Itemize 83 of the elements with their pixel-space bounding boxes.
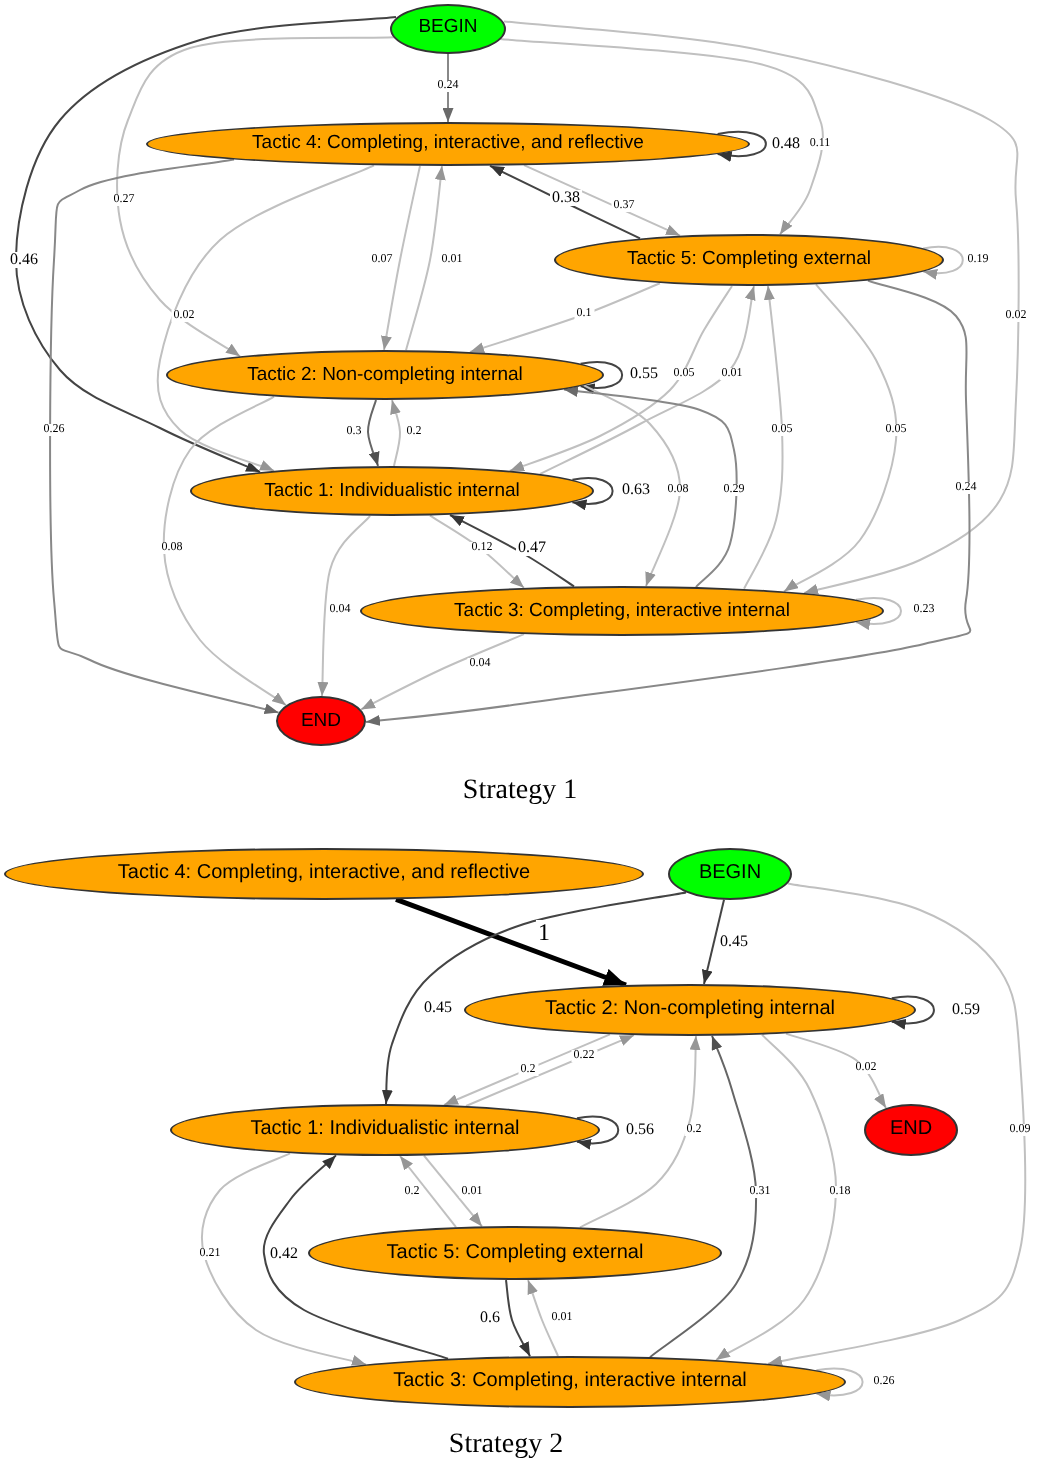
self-loop-arrow [571, 477, 614, 510]
self-loop-arrow [815, 1367, 864, 1401]
arrow [360, 633, 525, 711]
edge-label: 0.55 [628, 366, 660, 382]
arrow [715, 1033, 837, 1361]
arrow [469, 282, 661, 354]
arrow [262, 1154, 449, 1360]
arrow [162, 395, 287, 707]
self-loop-arrow [576, 1115, 620, 1149]
edge-label: 0.63 [620, 482, 652, 498]
node-label: Tactic 2: Non-completing internal [544, 1000, 836, 1020]
self-loop-arrow [855, 597, 902, 629]
arrow [405, 165, 447, 352]
arrow [389, 399, 401, 467]
node-label: Tactic 1: Individualistic internal [264, 481, 520, 501]
start-ellipse [668, 848, 792, 900]
self-loop-arrow [716, 131, 767, 161]
edge-label: 0.47 [516, 540, 548, 556]
arrow [783, 283, 898, 593]
arrow [583, 384, 681, 588]
arrow [579, 1035, 701, 1229]
arrow [380, 165, 421, 351]
arrow [317, 514, 371, 697]
edge-label: 0.38 [550, 190, 582, 206]
arrow [381, 891, 687, 1105]
node-label: BEGIN [698, 864, 762, 884]
arrow [423, 1154, 483, 1228]
arrow [15, 16, 397, 473]
node-label: Tactic 5: Completing external [386, 1243, 644, 1263]
arrow [499, 38, 824, 236]
arrow [365, 279, 972, 727]
self-loop-arrow [579, 361, 624, 394]
arrow [505, 1279, 531, 1358]
arrow [539, 285, 757, 475]
node-label: END [889, 1120, 933, 1140]
arrow [465, 1034, 635, 1107]
arrow [767, 882, 1027, 1367]
edge-label: 0.56 [624, 1122, 656, 1138]
start-ellipse [390, 3, 506, 53]
arrow [116, 36, 395, 358]
node-label: Tactic 4: Completing, interactive, and reflective [252, 134, 644, 154]
arrow [523, 164, 681, 237]
arrow [443, 1033, 611, 1106]
node-label: Tactic 3: Completing, interactive internal [393, 1372, 747, 1392]
arrow [503, 20, 1020, 596]
arrow [649, 1034, 758, 1359]
arrow [509, 285, 733, 473]
edge-label: 0.45 [422, 1000, 454, 1016]
arrow [200, 1152, 367, 1367]
arrow [429, 514, 525, 589]
arrow [367, 399, 380, 467]
arrow [156, 164, 375, 472]
arrow [49, 158, 280, 716]
node-label: END [300, 711, 342, 731]
arrow [526, 1279, 559, 1357]
node-label: Tactic 1: Individualistic internal [250, 1120, 520, 1140]
node-label: BEGIN [418, 18, 478, 38]
state-ellipse [166, 350, 604, 400]
arrow [563, 385, 738, 588]
self-loop-arrow [890, 995, 935, 1029]
node-label: Tactic 5: Completing external [627, 250, 871, 270]
figure-caption: Strategy 1 [462, 778, 578, 806]
edge-label: 0.46 [8, 252, 40, 268]
self-loop-arrow [922, 245, 964, 279]
node-label: Tactic 3: Completing, interactive internal [454, 601, 790, 621]
end-ellipse [276, 696, 366, 746]
edge-label: 0.45 [718, 934, 750, 950]
arrow [399, 1155, 457, 1229]
edge-label: 0.42 [268, 1246, 300, 1262]
node-label: Tactic 2: Non-completing internal [247, 365, 523, 385]
edge-label: 1 [536, 920, 552, 944]
edge-label: 0.6 [478, 1310, 502, 1326]
arrow [743, 284, 784, 590]
arrow [701, 898, 725, 985]
arrow [489, 164, 641, 240]
edge-label: 0.59 [950, 1002, 982, 1018]
end-ellipse [864, 1104, 958, 1156]
node-label: Tactic 4: Completing, interactive, and reflective [117, 864, 531, 884]
arrow [449, 514, 575, 588]
edge-label: 0.48 [770, 136, 802, 152]
arrow [785, 1032, 887, 1109]
arrow [442, 52, 454, 123]
arrow [395, 897, 627, 988]
